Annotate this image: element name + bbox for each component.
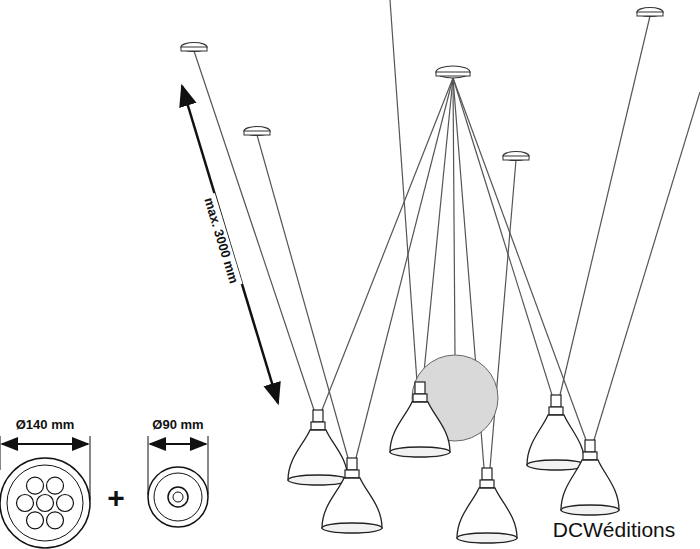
dimension-label: Ø140 mm bbox=[16, 417, 75, 432]
dimension-line bbox=[150, 443, 206, 445]
dimension-line bbox=[2, 443, 88, 445]
dimension-label: max. 3000 mm bbox=[200, 192, 242, 287]
dimension-label: Ø90 mm bbox=[152, 417, 203, 432]
plus-sign: + bbox=[107, 481, 125, 515]
cables bbox=[194, 0, 700, 468]
ceiling-canopies bbox=[181, 8, 663, 161]
canopy-140 bbox=[0, 458, 90, 548]
watermark: DCWéditions bbox=[553, 518, 676, 542]
canopy-90 bbox=[148, 467, 208, 527]
length-dimension bbox=[182, 86, 278, 403]
